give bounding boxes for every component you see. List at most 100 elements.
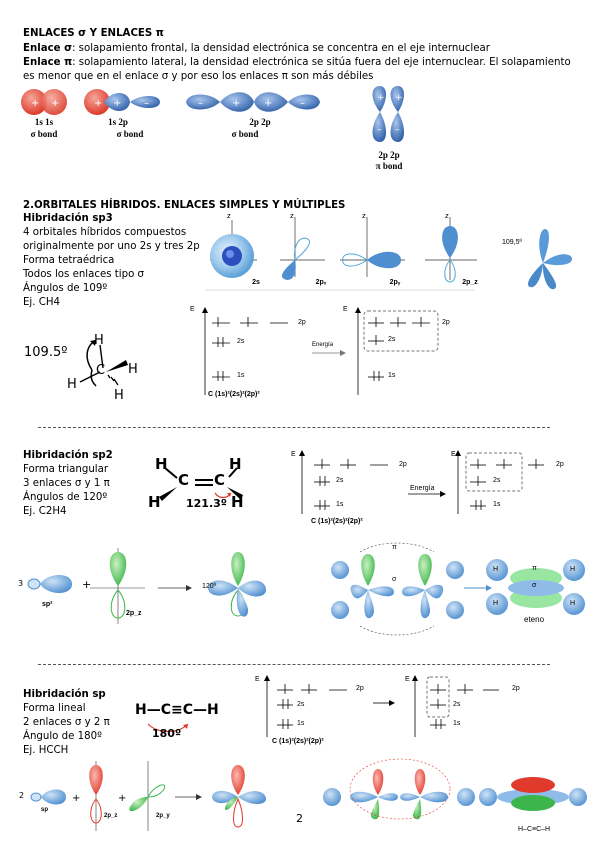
sp2-line: 3 enlaces σ y 1 π (23, 478, 110, 489)
atom-h: H (114, 388, 124, 403)
level-2s: 2s (388, 336, 396, 343)
section2-title: 2.ORBITALES HÍBRIDOS. ENLACES SIMPLES Y … (23, 200, 346, 211)
hcch-formula: H—C≡C—H (135, 702, 219, 718)
svg-text:–: – (300, 98, 305, 109)
sp2-label: sp² (42, 601, 53, 608)
ch4-molecule (79, 339, 128, 387)
atom-h: H (231, 493, 244, 511)
2pz-orbital-icon (425, 217, 477, 283)
electron-config: C (1s)²(2s)²(2p)² (311, 518, 363, 525)
orb-label-2px: 2pₓ (315, 279, 327, 286)
svg-text:+: + (72, 793, 80, 804)
fig4-orb-label: 2p 2p (378, 150, 400, 160)
svg-text:–: – (377, 125, 382, 135)
angle-small-label: 109,5º (502, 239, 523, 246)
fig3-bond-label: σ bond (231, 129, 259, 139)
atom-h: H (94, 333, 104, 348)
s-p-sigma-icon: ++– (84, 89, 160, 115)
sp2-hybrid-icon (27, 575, 72, 593)
level-2s: 2s (297, 701, 305, 708)
sp3-line: Ángulos de 109º (23, 283, 108, 294)
sigma-definition: Enlace σ: solapamiento frontal, la densi… (23, 42, 583, 56)
atom-h: H (229, 455, 242, 473)
svg-text:+: + (31, 98, 39, 109)
level-1s: 1s (388, 372, 396, 379)
energy-axis-label: E (190, 306, 195, 313)
sp2-line: Ej. C2H4 (23, 506, 67, 517)
atom-c: C (96, 363, 106, 378)
ethylene-orbitals-icon (331, 542, 464, 636)
energy-arrow-label: Energía (312, 342, 334, 348)
fig1-bond-label: σ bond (30, 129, 58, 139)
pi-label: π (532, 565, 537, 572)
sp2-line: Ángulos de 120º (23, 492, 108, 503)
2py-label: 2p_y (156, 813, 170, 819)
pi-def: : solapamiento lateral, la densidad elec… (23, 57, 571, 82)
sigma-term: Enlace σ (23, 43, 73, 54)
atom-h: H (493, 600, 499, 607)
angle-120-label: 120º (202, 583, 217, 590)
svg-text:z: z (445, 212, 449, 220)
sp3-heading: Hibridación sp3 (23, 213, 113, 224)
sigma-label: σ (392, 576, 397, 583)
fig1-orb-label: 1s 1s (34, 117, 54, 127)
sp-energy-diagram (264, 675, 499, 737)
atom-h: H (155, 455, 168, 473)
2py-orbital-icon (340, 217, 405, 277)
sp3-line: Forma tetraédrica (23, 255, 115, 266)
svg-text:+: + (232, 98, 240, 109)
orb-label-2py: 2pᵧ (389, 279, 401, 286)
sp2-energy-diagram (299, 450, 544, 514)
p-p-sigma-icon: –++– (186, 92, 320, 112)
sp2-orbitals-figure: + (27, 542, 585, 636)
svg-text:z: z (227, 212, 231, 220)
p-p-pi-icon: ++–– (372, 86, 404, 142)
section1-title: ENLACES σ Y ENLACES π (23, 28, 164, 39)
pi-definition: Enlace π: solapamiento lateral, la densi… (23, 56, 583, 84)
s-s-sigma-icon: ++ (21, 89, 67, 115)
svg-text:+: + (113, 98, 121, 109)
level-1s: 1s (237, 372, 245, 379)
svg-text:+: + (82, 578, 91, 591)
sp-line: Ej. HCCH (23, 745, 69, 756)
svg-text:+: + (395, 93, 403, 103)
level-1s: 1s (453, 720, 461, 727)
ch4-angle: 109.5º (24, 345, 68, 360)
hcch-model-icon (479, 777, 587, 811)
level-2p: 2p (556, 461, 564, 468)
sp3-line: Ej. CH4 (23, 297, 60, 308)
pi-label: π (392, 544, 397, 551)
acetylene-orbitals-icon (323, 758, 475, 820)
section-divider (38, 664, 550, 665)
pi-term: Enlace π (23, 57, 73, 68)
2pz-label: 2p_z (104, 813, 118, 819)
orb-label-2s: 2s (252, 279, 260, 286)
level-2p: 2p (356, 685, 364, 692)
svg-text:–: – (395, 125, 400, 135)
energy-axis-label: E (343, 306, 348, 313)
svg-text:–: – (144, 98, 149, 109)
electron-config: C (1s)²(2s)²(2p)² (208, 391, 260, 398)
level-2p: 2p (298, 319, 306, 326)
2s-orbital-icon (210, 220, 257, 278)
svg-text:+: + (51, 98, 59, 109)
page-number: 2 (296, 812, 303, 825)
level-2p: 2p (399, 461, 407, 468)
svg-text:–: – (198, 98, 203, 109)
level-2p: 2p (442, 319, 450, 326)
atom-h: H (570, 566, 576, 573)
sp2-line: Forma triangular (23, 464, 109, 475)
sp-label: sp (41, 807, 49, 813)
eteno-label: eteno (524, 615, 545, 624)
2pz-orbital-icon (89, 761, 103, 831)
svg-text:+: + (118, 793, 126, 804)
angle-arc (147, 723, 189, 733)
level-2s: 2s (453, 701, 461, 708)
coefficient-two: 2 (19, 791, 25, 800)
fig2-bond-label: σ bond (116, 129, 144, 139)
level-1s: 1s (297, 720, 305, 727)
level-1s: 1s (336, 501, 344, 508)
2py-orbital-icon (129, 761, 166, 831)
hcch-model-label: H–C≡C–H (518, 826, 551, 833)
